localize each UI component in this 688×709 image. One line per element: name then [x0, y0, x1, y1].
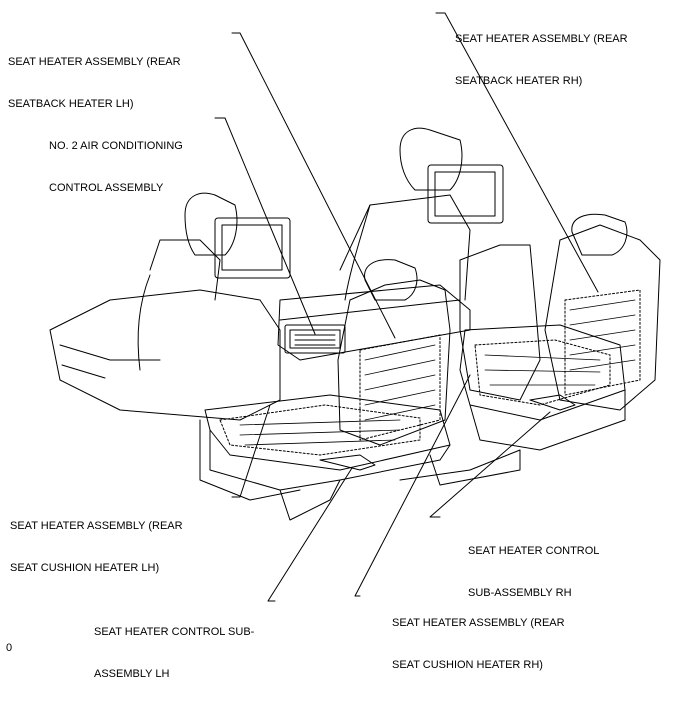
callout-rear-seat-cushion-heater-rh: SEAT HEATER ASSEMBLY (REAR SEAT CUSHION …: [392, 588, 565, 700]
callout-rear-seatback-heater-rh: SEAT HEATER ASSEMBLY (REAR SEATBACK HEAT…: [455, 4, 628, 116]
seat-base: [199, 419, 521, 501]
ac-control-panel: [284, 324, 346, 354]
rear-seatback-lh: [337, 259, 451, 446]
callout-line: SEAT CUSHION HEATER LH): [10, 562, 160, 574]
callout-line: SEAT HEATER ASSEMBLY (REAR: [8, 56, 181, 68]
rear-seat-cushion-rh: [459, 324, 626, 451]
callout-line: SEATBACK HEATER LH): [8, 98, 134, 110]
leader-lines: [214, 12, 599, 602]
figure-number: 0: [6, 642, 13, 654]
callout-line: ASSEMBLY LH: [94, 668, 170, 680]
seat-heater-illustration: [49, 12, 661, 602]
headrest-monitor-lh: [214, 217, 291, 279]
rear-seatback-rh: [459, 213, 661, 411]
callout-line: SEAT HEATER CONTROL: [468, 545, 600, 557]
callout-line: SEAT CUSHION HEATER RH): [392, 659, 543, 671]
headrest-monitor-rh: [427, 164, 504, 224]
diagram-canvas: SEAT HEATER ASSEMBLY (REAR SEATBACK HEAT…: [6, 4, 661, 680]
callout-line: SEAT HEATER ASSEMBLY (REAR: [10, 520, 183, 532]
callout-line: CONTROL ASSEMBLY: [49, 182, 164, 194]
front-seat-lh: [49, 192, 281, 421]
callout-line: SUB-ASSEMBLY RH: [468, 587, 572, 599]
callout-line: SEAT HEATER ASSEMBLY (REAR: [392, 617, 565, 629]
callout-line: SEAT HEATER CONTROL SUB-: [94, 626, 255, 638]
callout-no2-air-conditioning: NO. 2 AIR CONDITIONING CONTROL ASSEMBLY: [49, 111, 183, 223]
callout-line: SEAT HEATER ASSEMBLY (REAR: [455, 33, 628, 45]
front-seat-rh: [339, 127, 471, 301]
callout-line: SEATBACK HEATER RH): [455, 75, 583, 87]
callout-control-sub-assembly-lh: SEAT HEATER CONTROL SUB- ASSEMBLY LH: [94, 597, 254, 709]
rear-seat-cushion-lh: [204, 394, 451, 521]
callout-control-sub-assembly-rh: SEAT HEATER CONTROL SUB-ASSEMBLY RH: [468, 516, 599, 628]
callout-rear-seatback-heater-lh: SEAT HEATER ASSEMBLY (REAR SEATBACK HEAT…: [8, 27, 181, 139]
callout-line: NO. 2 AIR CONDITIONING: [49, 140, 183, 152]
callout-rear-seat-cushion-heater-lh: SEAT HEATER ASSEMBLY (REAR SEAT CUSHION …: [10, 491, 183, 603]
